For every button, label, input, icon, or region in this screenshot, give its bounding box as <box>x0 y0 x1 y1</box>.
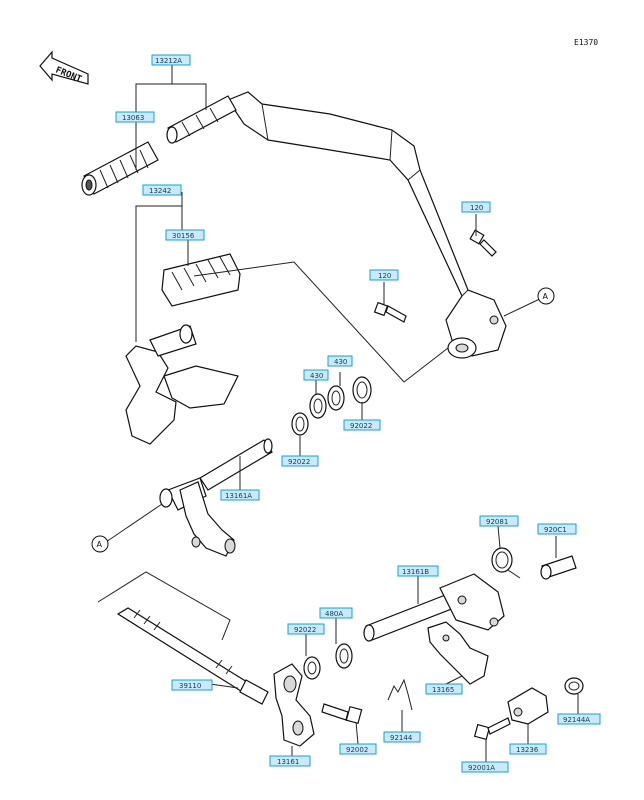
bolt-92002 <box>321 703 363 725</box>
callout-92144A-label: 92144A <box>563 716 590 724</box>
callout-13212A-label: 13212A <box>155 57 182 65</box>
callout-30156[interactable]: 30156 <box>165 229 205 241</box>
callout-13236-label: 13236 <box>516 746 539 754</box>
callout-92081-label: 92081 <box>486 518 508 526</box>
washer-92022-c <box>303 656 321 680</box>
ref-circle-a-bottom: A <box>91 535 109 553</box>
callout-92022-b-label: 92022 <box>288 458 310 466</box>
callout-92022-b[interactable]: 92022 <box>281 455 319 467</box>
callout-92001A[interactable]: 92001A <box>461 761 509 773</box>
callout-92144[interactable]: 92144 <box>383 731 421 743</box>
callout-430-a-label: 430 <box>310 372 323 380</box>
lever-13161 <box>273 663 315 747</box>
callout-13063-label: 13063 <box>122 114 144 122</box>
callout-13063[interactable]: 13063 <box>115 111 155 123</box>
callout-92022-c-label: 92022 <box>294 626 316 634</box>
callout-30156-label: 30156 <box>172 232 195 240</box>
ref-a-top-label: A <box>543 292 549 301</box>
callout-92144-label: 92144 <box>390 734 413 742</box>
callout-430-b[interactable]: 430 <box>327 355 353 367</box>
shaft-13161A <box>159 438 273 557</box>
spring-92144A <box>564 677 584 695</box>
callout-13242-label: 13242 <box>149 187 171 195</box>
bracket-13236 <box>507 687 549 725</box>
spring-92081 <box>491 547 521 579</box>
callout-39110-label: 39110 <box>179 682 201 690</box>
clip-480A <box>335 643 353 669</box>
callout-430-a[interactable]: 430 <box>303 369 329 381</box>
callout-39110[interactable]: 39110 <box>171 679 213 691</box>
pin-920C1 <box>540 555 577 580</box>
callout-92022-c[interactable]: 92022 <box>287 623 325 635</box>
washer-92022-b <box>291 412 309 436</box>
washer-430-b <box>327 385 345 411</box>
shaft-13161B <box>363 573 505 642</box>
callout-920C1-label: 920C1 <box>544 526 567 534</box>
callout-13242[interactable]: 13242 <box>142 184 182 196</box>
diagram-code: E1370 <box>574 38 598 47</box>
spring-92144 <box>387 678 413 711</box>
callout-13161A-label: 13161A <box>225 492 252 500</box>
ref-a-bottom-label: A <box>97 540 103 549</box>
callout-13161B[interactable]: 13161B <box>397 565 439 577</box>
brake-pedal <box>125 324 239 445</box>
callout-92002[interactable]: 92002 <box>339 743 377 755</box>
footpeg-rubber <box>81 141 159 196</box>
callout-480A[interactable]: 480A <box>319 607 353 619</box>
ref-circle-a-top: A <box>537 287 555 305</box>
callout-13161-label: 13161 <box>277 758 299 766</box>
callout-92022-a[interactable]: 92022 <box>343 419 381 431</box>
front-arrow-icon: FRONT <box>39 50 89 85</box>
callout-480A-label: 480A <box>325 610 343 618</box>
pedal-pad <box>161 253 241 307</box>
callout-92144A[interactable]: 92144A <box>557 713 601 725</box>
callout-92001A-label: 92001A <box>468 764 495 772</box>
bolt-120-lower <box>373 301 407 323</box>
bolt-120-upper <box>469 229 497 257</box>
bolt-92001A <box>473 717 511 741</box>
callout-120-lower-label: 120 <box>378 272 391 280</box>
callout-13165[interactable]: 13165 <box>425 683 463 695</box>
plate-13165 <box>427 621 489 685</box>
callout-92081[interactable]: 92081 <box>479 515 519 527</box>
leader-lines <box>97 62 579 762</box>
callout-13161B-label: 13161B <box>402 568 429 576</box>
washer-92022-a <box>352 376 372 404</box>
callout-13161A[interactable]: 13161A <box>220 489 260 501</box>
callout-13165-label: 13165 <box>432 686 454 694</box>
callout-13161[interactable]: 13161 <box>269 755 311 767</box>
callout-430-b-label: 430 <box>334 358 347 366</box>
callout-92022-a-label: 92022 <box>350 422 372 430</box>
shift-rod <box>116 607 269 705</box>
callout-120-upper-label: 120 <box>470 204 483 212</box>
callout-13212A[interactable]: 13212A <box>151 54 191 66</box>
washer-430-a <box>309 393 327 419</box>
callout-920C1[interactable]: 920C1 <box>537 523 577 535</box>
footpeg-shaft <box>166 95 237 144</box>
callout-120-lower[interactable]: 120 <box>369 269 399 281</box>
callout-92002-label: 92002 <box>346 746 368 754</box>
pedal-arm <box>227 91 507 359</box>
callout-13236[interactable]: 13236 <box>509 743 547 755</box>
callout-120-upper[interactable]: 120 <box>461 201 491 213</box>
